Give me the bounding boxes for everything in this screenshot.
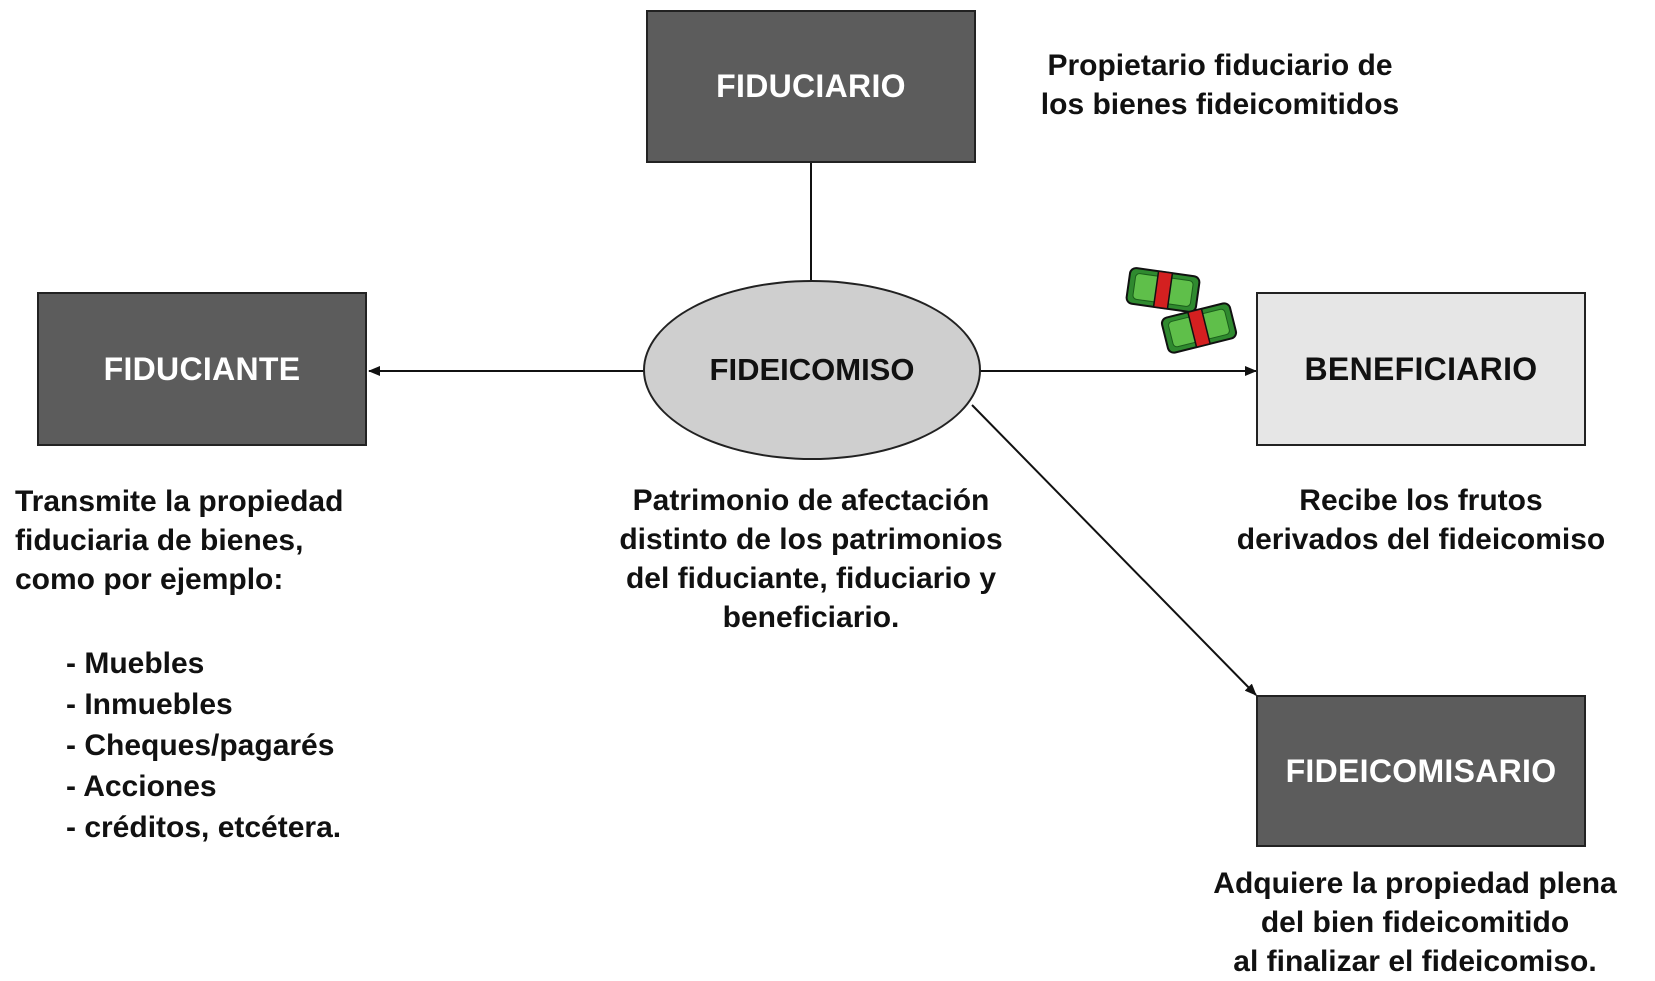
fiduciante-label: FIDUCIANTE — [103, 350, 301, 387]
fideicomiso-description-line: beneficiario. — [722, 601, 900, 634]
fideicomisario-description-line: al finalizar el fideicomiso. — [1233, 945, 1597, 978]
fiduciario-description: Propietario fiduciario de los bienes fid… — [1005, 46, 1435, 124]
fideicomiso-description: Patrimonio de afectación distinto de los… — [576, 481, 1046, 637]
beneficiario-label: BENEFICIARIO — [1304, 350, 1538, 387]
fideicomisario-label: FIDEICOMISARIO — [1285, 752, 1557, 789]
beneficiario-description-line: Recibe los frutos — [1299, 484, 1543, 517]
fideicomisario-box: FIDEICOMISARIO — [1256, 695, 1586, 847]
fiduciante-description: Transmite la propiedad fiduciaria de bie… — [15, 482, 435, 599]
list-item: - Muebles — [66, 647, 205, 680]
fiduciante-description-line: como por ejemplo: — [15, 563, 284, 596]
fiduciante-box: FIDUCIANTE — [37, 292, 367, 446]
fideicomiso-description-line: Patrimonio de afectación — [632, 484, 990, 517]
fiduciante-examples-list: - Muebles - Inmuebles - Cheques/pagarés … — [66, 643, 426, 848]
beneficiario-box: BENEFICIARIO — [1256, 292, 1586, 446]
fiduciario-description-line: los bienes fideicomitidos — [1040, 88, 1400, 121]
fiduciario-box: FIDUCIARIO — [646, 10, 976, 163]
fideicomiso-label: FIDEICOMISO — [709, 352, 915, 387]
beneficiario-description-line: derivados del fideicomiso — [1236, 523, 1606, 556]
fideicomiso-ellipse: FIDEICOMISO — [643, 280, 981, 460]
list-item: - Inmuebles — [66, 688, 233, 721]
arrow-to-fideicomisario — [971, 404, 1257, 696]
fideicomisario-description-line: Adquiere la propiedad plena — [1213, 867, 1617, 900]
fideicomiso-description-line: del fiduciante, fiduciario y — [625, 562, 997, 595]
beneficiario-description: Recibe los frutos derivados del fideicom… — [1196, 481, 1646, 559]
list-item: - Cheques/pagarés — [66, 729, 335, 762]
fiduciante-description-line: Transmite la propiedad — [15, 485, 344, 518]
fiduciario-description-line: Propietario fiduciario de — [1047, 49, 1393, 82]
fiduciante-description-line: fiduciaria de bienes, — [15, 524, 304, 557]
fiduciario-label: FIDUCIARIO — [716, 68, 906, 104]
list-item: - Acciones — [66, 770, 217, 803]
list-item: - créditos, etcétera. — [66, 811, 342, 844]
money-bills-icon — [1125, 267, 1238, 354]
fideicomiso-description-line: distinto de los patrimonios — [619, 523, 1003, 556]
fideicomisario-description-line: del bien fideicomitido — [1260, 906, 1570, 939]
fideicomisario-description: Adquiere la propiedad plena del bien fid… — [1180, 864, 1650, 981]
